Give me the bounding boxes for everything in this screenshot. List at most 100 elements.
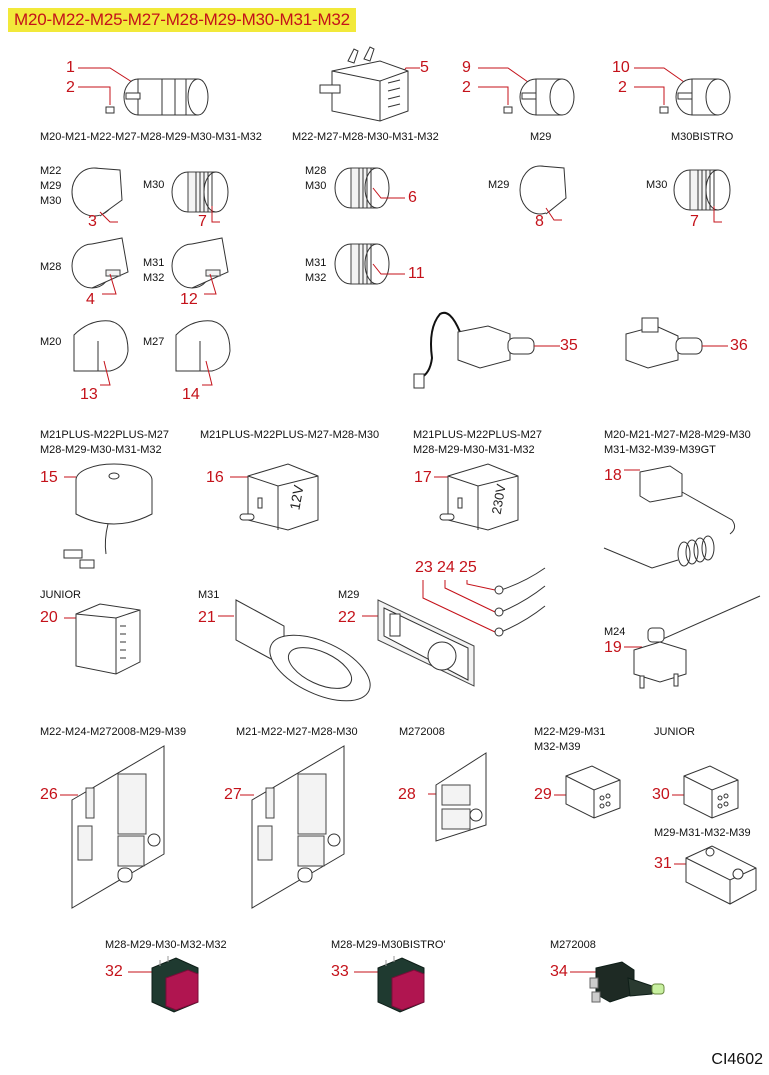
callout-32[interactable]: 32 — [105, 963, 123, 980]
callout-3[interactable]: 3 — [88, 213, 97, 230]
callout-18[interactable]: 18 — [604, 467, 622, 484]
model-line: M30 — [40, 195, 62, 207]
push-button-33[interactable] — [352, 952, 432, 1022]
model-label-g33: M28-M29-M30BISTRO' — [331, 939, 446, 951]
callout-25[interactable]: 25 — [459, 559, 477, 576]
relay-17[interactable]: 230V — [432, 458, 532, 538]
model-line: M29 — [40, 180, 62, 192]
selector-switch-10[interactable] — [628, 55, 738, 125]
relay-30[interactable] — [670, 762, 760, 822]
model-line: M22 — [40, 165, 62, 177]
callout-11[interactable]: 11 — [408, 265, 425, 282]
model-line: M30 — [305, 180, 327, 192]
callout-35[interactable]: 35 — [560, 337, 578, 354]
callout-4[interactable]: 4 — [86, 291, 95, 308]
model-label-k4: M28 — [40, 261, 62, 273]
knob-8[interactable] — [518, 158, 578, 228]
flowmeter-35[interactable] — [410, 298, 560, 389]
flowmeter-36[interactable] — [620, 298, 730, 378]
callout-22[interactable]: 22 — [338, 609, 356, 626]
relay-29[interactable] — [552, 762, 642, 822]
model-label-g16: M21PLUS-M22PLUS-M27-M28-M30 — [200, 429, 380, 441]
control-board-28[interactable] — [420, 745, 500, 845]
callout-29[interactable]: 29 — [534, 786, 552, 803]
title-text: M20-M22-M25-M27-M28-M29-M30-M31-M32 — [14, 10, 350, 29]
knob-14[interactable] — [172, 315, 242, 386]
model-label-g5: M22-M27-M28-M30-M31-M32 — [292, 131, 439, 143]
callout-28[interactable]: 28 — [398, 786, 416, 803]
control-panel-22[interactable] — [360, 596, 480, 696]
callout-13[interactable]: 13 — [80, 386, 98, 403]
diagram-title: M20-M22-M25-M27-M28-M29-M30-M31-M32 — [8, 8, 356, 32]
callout-1[interactable]: 1 — [66, 59, 75, 76]
callout-2c[interactable]: 2 — [618, 79, 627, 96]
callout-9[interactable]: 9 — [462, 59, 471, 76]
model-label-g29: M22-M29-M31 M32-M39 — [534, 725, 606, 755]
callout-20[interactable]: 20 — [40, 609, 58, 626]
control-panel-21[interactable] — [216, 596, 376, 706]
relay-base-31[interactable] — [672, 840, 762, 910]
knob-13[interactable] — [70, 315, 140, 386]
knob-7b[interactable] — [672, 160, 742, 230]
callout-7b[interactable]: 7 — [690, 213, 699, 230]
model-line: M31-M32-M39-M39GT — [604, 444, 716, 456]
model-label-k11: M31 M32 — [305, 256, 326, 286]
knob-3[interactable] — [70, 160, 130, 230]
callout-19[interactable]: 19 — [604, 639, 622, 656]
callout-34[interactable]: 34 — [550, 963, 568, 980]
callout-21[interactable]: 21 — [198, 609, 216, 626]
model-line: M32 — [305, 272, 327, 284]
callout-14[interactable]: 14 — [182, 386, 200, 403]
model-label-g28: M272008 — [399, 726, 445, 738]
model-line: M21PLUS-M22PLUS-M27 — [40, 429, 169, 441]
callout-16[interactable]: 16 — [206, 469, 224, 486]
callout-24[interactable]: 24 — [437, 559, 455, 576]
transformer-15[interactable] — [60, 463, 160, 574]
callout-17[interactable]: 17 — [414, 469, 432, 486]
selector-switch-1[interactable] — [70, 55, 210, 125]
callout-10[interactable]: 10 — [612, 59, 630, 76]
callout-5[interactable]: 5 — [420, 59, 429, 76]
model-label-k6: M28 M30 — [305, 164, 326, 194]
callout-27[interactable]: 27 — [224, 786, 242, 803]
callout-15[interactable]: 15 — [40, 469, 58, 486]
callout-7[interactable]: 7 — [198, 213, 207, 230]
model-label-g21: M31 — [198, 589, 220, 601]
model-line: M21PLUS-M22PLUS-M27 — [413, 429, 542, 441]
callout-33[interactable]: 33 — [331, 963, 349, 980]
led-wires[interactable] — [415, 567, 555, 646]
control-module-20[interactable] — [60, 598, 150, 678]
diagram-code: CI4602 — [711, 1051, 763, 1068]
callout-12[interactable]: 12 — [180, 291, 198, 308]
knob-11[interactable] — [333, 234, 413, 294]
selector-switch-5[interactable] — [319, 45, 420, 125]
callout-2b[interactable]: 2 — [462, 79, 471, 96]
callout-23[interactable]: 23 — [415, 559, 433, 576]
thermostat-19[interactable] — [620, 590, 769, 700]
callout-8[interactable]: 8 — [535, 213, 544, 230]
callout-31[interactable]: 31 — [654, 855, 672, 872]
model-line: M28 — [305, 165, 327, 177]
knob-4[interactable] — [70, 232, 140, 302]
callout-6[interactable]: 6 — [408, 189, 417, 206]
selector-switch-9[interactable] — [470, 55, 580, 125]
knob-7[interactable] — [170, 160, 240, 230]
knob-12[interactable] — [170, 232, 240, 302]
model-label-g19: M24 — [604, 626, 626, 638]
callout-26[interactable]: 26 — [40, 786, 58, 803]
callout-30[interactable]: 30 — [652, 786, 670, 803]
push-button-32[interactable] — [126, 952, 206, 1022]
model-label-g32: M28-M29-M30-M32-M32 — [105, 939, 227, 951]
callout-2[interactable]: 2 — [66, 79, 75, 96]
model-label-k7a: M30 — [143, 179, 165, 191]
callout-36[interactable]: 36 — [730, 337, 748, 354]
model-label-g26: M22-M24-M272008-M29-M39 — [40, 726, 187, 738]
thermostat-18[interactable] — [600, 462, 760, 582]
model-line: M22-M29-M31 — [534, 726, 606, 738]
control-board-26[interactable] — [60, 740, 180, 910]
knob-6[interactable] — [333, 158, 413, 218]
model-label-g31: M29-M31-M32-M39 — [654, 827, 751, 839]
relay-16[interactable]: 12V — [226, 458, 326, 538]
control-board-27[interactable] — [240, 740, 360, 910]
switch-34[interactable] — [568, 956, 678, 1016]
